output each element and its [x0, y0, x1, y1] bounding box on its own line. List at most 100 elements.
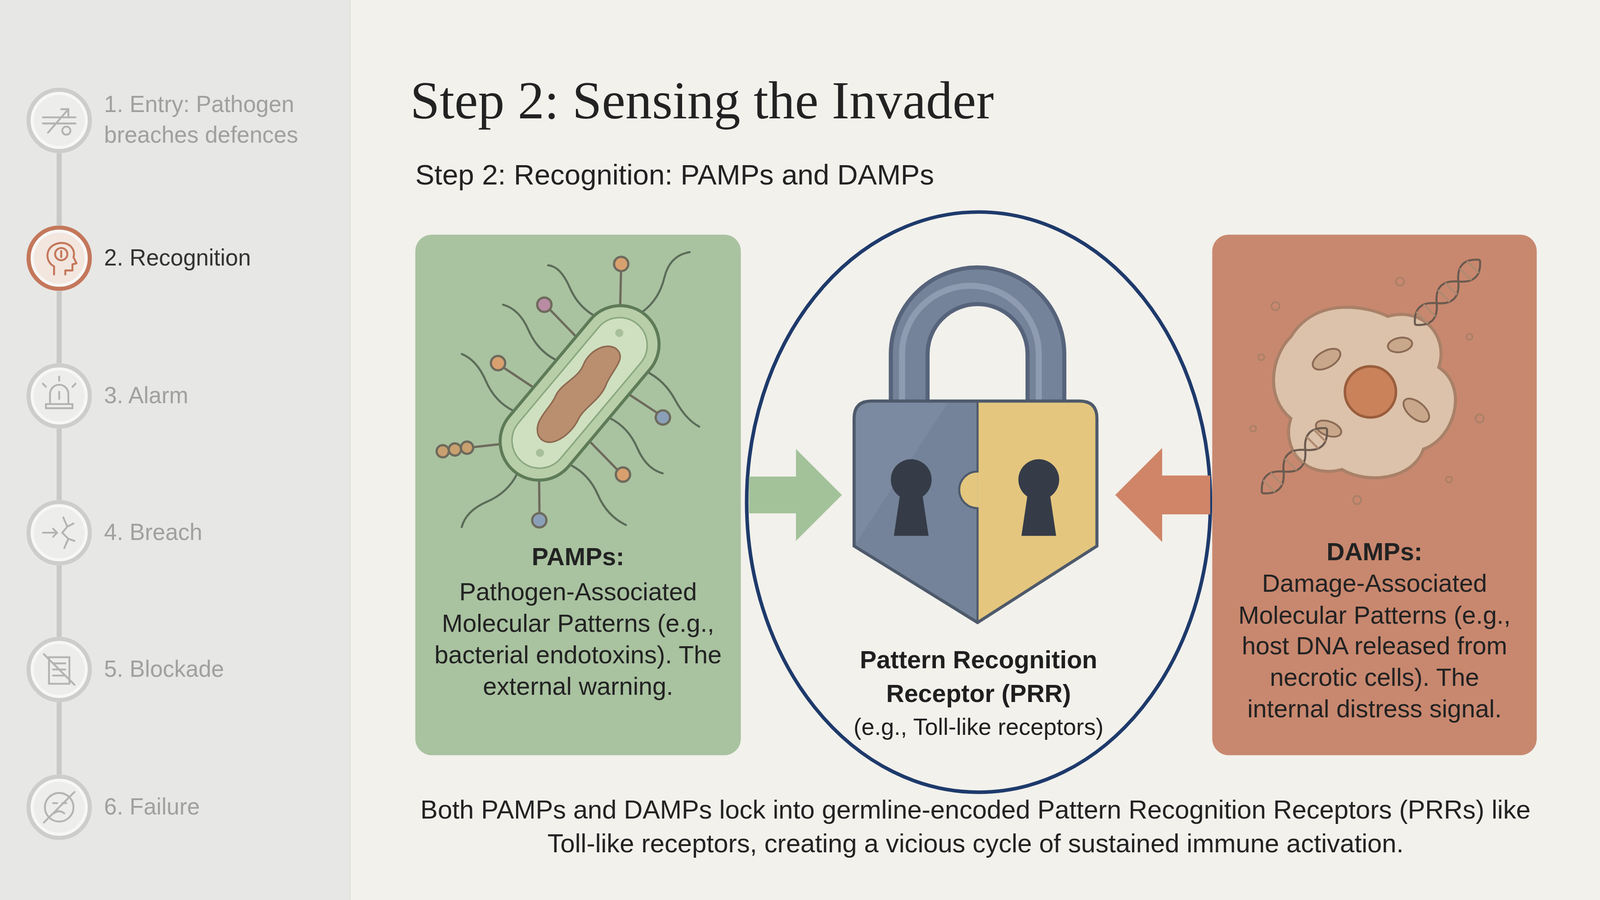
- sidebar-band: [0, 0, 351, 900]
- blockade-icon: [49, 657, 70, 684]
- step-label: 6. Failure: [103, 791, 344, 823]
- timeline-link: [56, 290, 62, 364]
- receptor-example: (e.g., Toll-like receptors): [810, 711, 1147, 742]
- step-label: 4. Breach: [103, 517, 344, 549]
- mitochondria: [1309, 344, 1344, 374]
- cell-debris: [1258, 354, 1265, 361]
- ribosome: [613, 327, 626, 339]
- receptor-heading: Pattern Recognition Receptor (PRR): [850, 642, 1106, 711]
- surface-patterns: [601, 270, 640, 310]
- surface-patterns: [612, 464, 634, 485]
- dna-helix: [1408, 253, 1487, 332]
- padlock-shackle: [909, 285, 1047, 414]
- cell-debris: [1271, 301, 1280, 311]
- surface-patterns: [434, 442, 452, 460]
- step-circle: 6. Failure: [26, 774, 92, 840]
- padlock-shackle-highlight: [902, 285, 1039, 414]
- subtitle: Step 2: Recognition: PAMPs and DAMPs: [415, 158, 1232, 194]
- alarm-icon: [45, 404, 73, 409]
- surface-patterns: [529, 510, 550, 531]
- cell-debris: [1475, 414, 1484, 423]
- dna-helix: [1416, 261, 1479, 324]
- flagella: [376, 181, 787, 607]
- padlock-body-left: [853, 400, 978, 623]
- flagella: [634, 247, 693, 314]
- padlock-facet: [853, 400, 978, 623]
- ribosome: [534, 447, 546, 459]
- cell-debris: [1249, 277, 1484, 504]
- failure-icon: [44, 791, 75, 823]
- dna-helix: [1263, 429, 1326, 492]
- dna-helix: [1255, 253, 1487, 500]
- pamp-panel: PAMPs:Pathogen-Associated Molecular Patt…: [415, 234, 741, 756]
- surface-patterns: [534, 294, 555, 315]
- timeline-link: [56, 428, 62, 501]
- flagella: [602, 416, 670, 476]
- bacterium-nucleoid: [527, 337, 630, 450]
- alarm-icon: [42, 376, 76, 400]
- surface-patterns: [472, 429, 506, 462]
- dna-helix: [1408, 253, 1487, 332]
- blockade-icon: [44, 654, 75, 685]
- entry-icon: [48, 109, 69, 133]
- surface-patterns: [420, 233, 736, 560]
- receptor-oval: Pattern Recognition Receptor (PRR)(e.g.,…: [745, 210, 1213, 794]
- timeline-link: [56, 701, 62, 775]
- surface-patterns: [520, 476, 558, 514]
- padlock-outline: [853, 400, 1097, 623]
- cell-debris: [1249, 425, 1257, 432]
- step-circle: 3. Alarm: [26, 363, 92, 429]
- surface-patterns: [629, 391, 659, 417]
- keyhole: [894, 487, 929, 536]
- padlock-illustration: [853, 285, 1097, 623]
- cell-debris: [1352, 495, 1362, 504]
- alarm-icon: [49, 384, 69, 405]
- dna-helix: [1255, 421, 1334, 500]
- mitochondria: [1386, 335, 1414, 355]
- recognition-icon: [47, 242, 77, 275]
- mitochondria: [1313, 417, 1344, 440]
- keyhole: [1018, 459, 1060, 501]
- flagella: [496, 302, 564, 362]
- breach-icon: [42, 517, 75, 549]
- surface-patterns: [488, 353, 509, 374]
- entry-icon: [42, 109, 76, 135]
- dna-helix: [1255, 421, 1334, 500]
- step-circle: 4. Breach: [26, 499, 92, 566]
- surface-patterns: [446, 440, 464, 459]
- keyhole: [890, 459, 932, 501]
- padlock-puzzle-knob: [959, 471, 978, 509]
- bacterium-cytoplasm: [500, 306, 659, 480]
- step-label: 2. Recognition: [103, 242, 344, 274]
- flagella: [459, 466, 519, 534]
- bacterium-illustration: [376, 181, 787, 607]
- padlock-body-right: [977, 400, 1097, 623]
- panel-heading: PAMPs:: [429, 540, 727, 573]
- step-circle: 1. Entry: Pathogen breaches defences: [26, 87, 92, 153]
- step-circle: 5. Blockade: [26, 636, 92, 702]
- page-title: Step 2: Sensing the Invader: [410, 74, 1227, 128]
- recognition-icon: [54, 247, 68, 261]
- entry-icon: [42, 117, 76, 124]
- breach-icon: [42, 528, 58, 537]
- recognition-icon: [47, 242, 77, 275]
- mitochondria: [1309, 335, 1434, 440]
- dna-helix: [1255, 421, 1334, 500]
- bacterium-wall: [484, 289, 675, 496]
- dna-helix: [1408, 253, 1487, 332]
- step-label: 5. Blockade: [103, 654, 344, 685]
- panel-body: Pathogen-Associated Molecular Patterns (…: [429, 575, 727, 702]
- mitochondria: [1399, 394, 1434, 427]
- surface-patterns: [587, 441, 621, 471]
- padlock-seam: [959, 400, 978, 623]
- blockade-icon: [44, 654, 75, 685]
- padlock-shackle-edge: [909, 285, 1047, 414]
- surface-patterns: [546, 308, 579, 337]
- oval-outline: [746, 211, 1211, 792]
- step-circle: 2. Recognition: [26, 225, 92, 291]
- cell-nucleus: [1344, 366, 1396, 418]
- damp-panel: DAMPs:Damage-Associated Molecular Patter…: [1212, 234, 1537, 756]
